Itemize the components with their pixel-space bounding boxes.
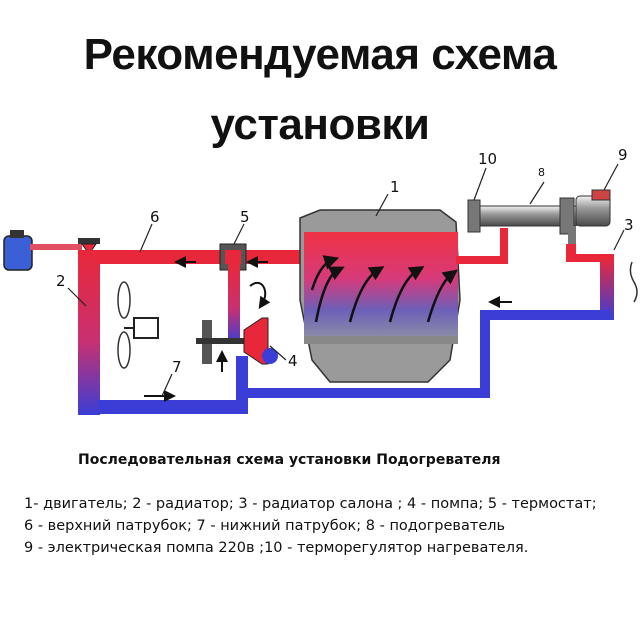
heater bbox=[467, 197, 581, 235]
engine bbox=[299, 209, 461, 383]
cabin-return-top bbox=[480, 310, 610, 320]
label-3: 3 bbox=[624, 216, 634, 234]
lower-hose bbox=[98, 400, 248, 414]
legend-line-2: 6 - верхний патрубок; 7 - нижний патрубо… bbox=[24, 518, 506, 534]
label-7: 7 bbox=[172, 358, 182, 376]
callout-lines bbox=[67, 163, 625, 397]
label-5: 5 bbox=[240, 208, 250, 226]
bypass-pipe bbox=[228, 264, 240, 344]
flow-arrows bbox=[144, 256, 512, 402]
water-pump bbox=[243, 317, 269, 365]
pump-outlet bbox=[262, 348, 278, 364]
label-4: 4 bbox=[288, 352, 298, 370]
page-title-line-1: Рекомендуемая схема bbox=[83, 30, 557, 79]
callout-labels: 1 2 3 4 5 6 7 8 9 10 bbox=[56, 146, 634, 376]
radiator bbox=[78, 250, 100, 415]
cooling-system-diagram: 1 2 3 4 5 6 7 8 9 10 bbox=[3, 146, 638, 415]
lower-hose-riser bbox=[236, 356, 248, 414]
legend-heading: Последовательная схема установки Подогре… bbox=[78, 452, 501, 468]
cabin-heater-radiator bbox=[566, 244, 638, 320]
upper-hose bbox=[98, 250, 308, 264]
pump-pulley bbox=[196, 320, 256, 364]
legend-line-1: 1- двигатель; 2 - радиатор; 3 - радиатор… bbox=[24, 496, 597, 512]
label-8: 8 bbox=[538, 166, 545, 179]
fan bbox=[117, 281, 159, 369]
heater-supply-riser bbox=[500, 228, 508, 264]
radiator-cap bbox=[78, 238, 100, 255]
cabin-return-bottom bbox=[248, 388, 490, 398]
label-6: 6 bbox=[150, 208, 160, 226]
cabin-return-down bbox=[480, 310, 490, 398]
label-9: 9 bbox=[618, 146, 628, 164]
label-10: 10 bbox=[478, 150, 497, 168]
label-2: 2 bbox=[56, 272, 66, 290]
thermostat bbox=[219, 243, 247, 271]
page-title-line-2: установки bbox=[210, 100, 430, 149]
heater-supply-pipe bbox=[456, 256, 508, 264]
expansion-tank bbox=[3, 230, 82, 271]
legend-line-3: 9 - электрическая помпа 220в ;10 - термо… bbox=[24, 540, 529, 556]
label-1: 1 bbox=[390, 178, 400, 196]
electric-pump bbox=[568, 189, 611, 244]
engine-flow-arrows bbox=[310, 255, 458, 323]
